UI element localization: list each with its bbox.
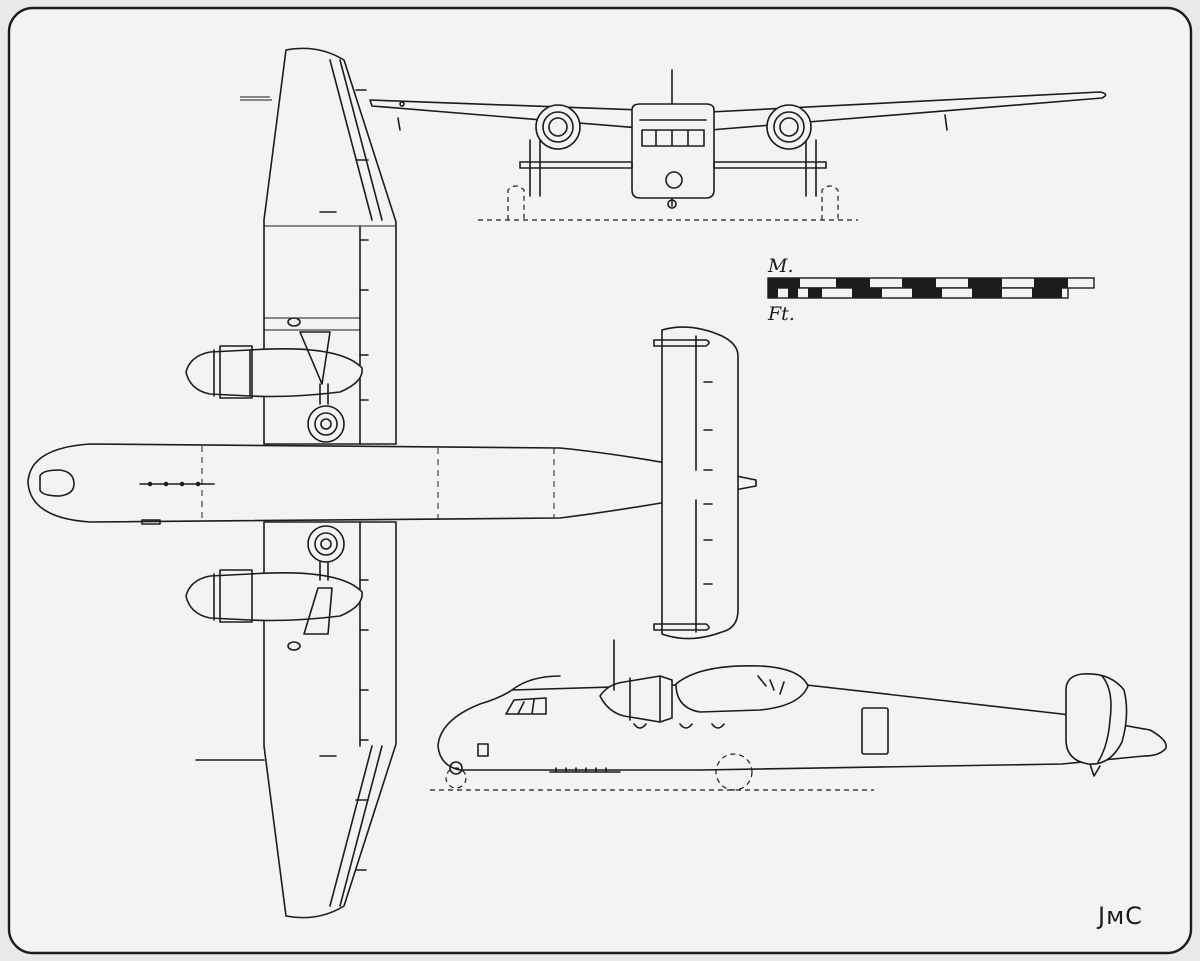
side-view [430,639,1167,791]
scale-imperial-label: Ft. [767,303,795,325]
scale-metric-label: M. [767,255,794,277]
artist-signature: JмC [1096,902,1143,930]
scale-bar: M. Ft. [767,255,1095,325]
front-view [240,69,1107,221]
plan-view [27,47,757,919]
